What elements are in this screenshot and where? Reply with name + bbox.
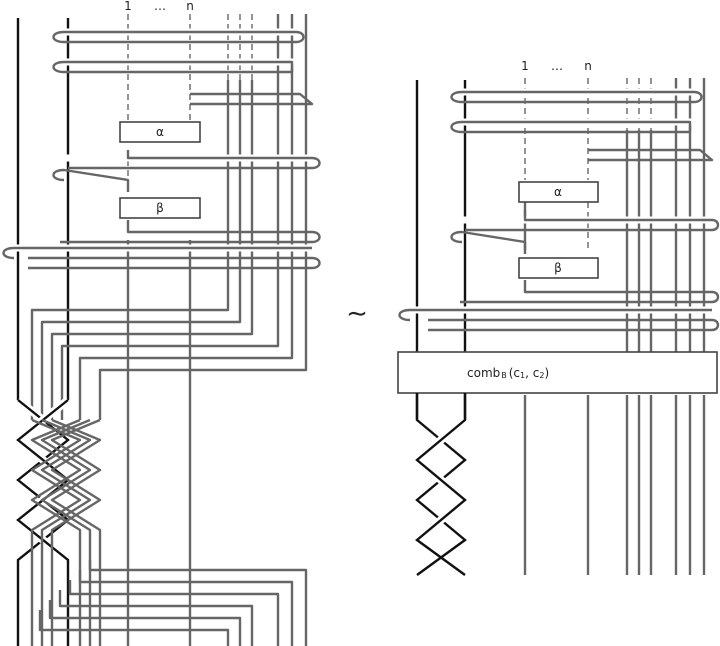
right-comb-label: combB(c1, c2) [467,366,549,380]
right-right-strands [625,78,706,575]
left-box-alpha [119,121,201,143]
left-box-beta-group: β [119,197,201,219]
left-twist-region [11,396,102,646]
equivalence-symbol: ∼ [346,299,368,329]
right-box-alpha-group: α [518,181,599,203]
left-index-last: n [186,0,194,13]
left-box-alpha-label: α [156,125,164,139]
left-horizontal-bands [2,28,321,270]
right-box-beta-group: β [518,257,599,279]
left-index-first: 1 [124,0,132,13]
right-box-beta [518,257,599,279]
left-ribbon [30,300,308,420]
right-index-dots: … [551,59,563,73]
left-box-beta-label: β [156,201,164,215]
right-diagram: α β 1 … n combB(c1, c2) [397,59,720,576]
right-box-alpha-label: α [554,185,562,199]
right-box-alpha [518,181,599,203]
right-horizontal-bands [398,88,720,332]
left-black-strands [16,18,70,400]
right-comb-box [397,351,718,394]
right-index-strands [523,78,590,575]
left-box-alpha-group: α [119,121,201,143]
right-index-first: 1 [521,59,529,73]
left-diagram: α β 1 … n [2,0,321,646]
left-box-beta [119,197,201,219]
left-index-strands [126,14,192,646]
left-index-dots: … [154,0,166,13]
left-bottom-ribbon [38,560,308,646]
right-comb-box-group: combB(c1, c2) [397,351,718,394]
right-box-beta-label: β [554,261,562,275]
right-twist-region [410,393,472,576]
right-index-last: n [584,59,592,73]
